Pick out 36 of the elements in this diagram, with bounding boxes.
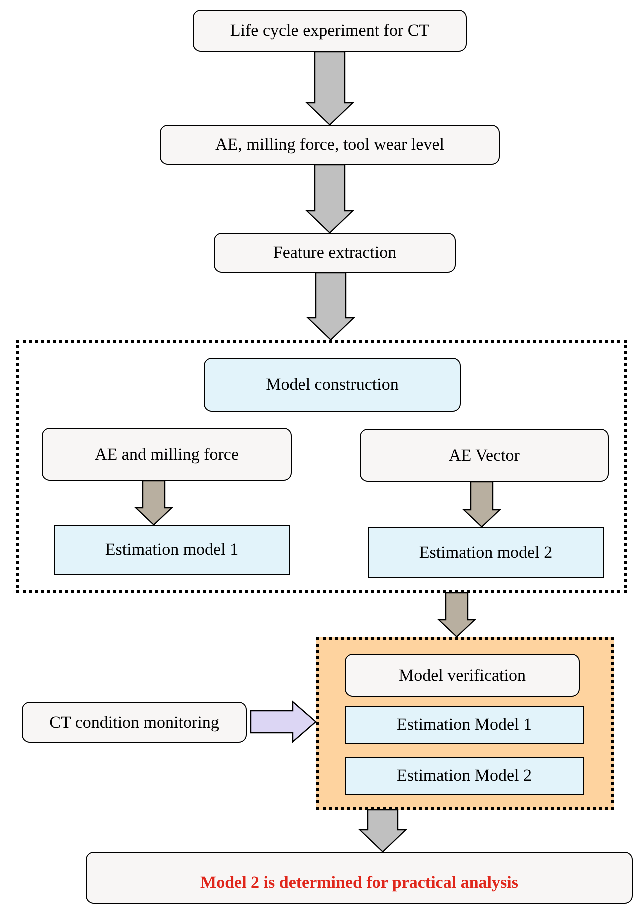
group-panel: [316, 637, 614, 810]
process-box: [204, 358, 461, 412]
process-box: [214, 233, 456, 273]
process-box: [193, 10, 467, 52]
box-label: Feature extraction: [273, 243, 397, 263]
block-arrow: [250, 700, 317, 744]
block-arrow: [358, 809, 408, 853]
process-box: [368, 527, 604, 578]
block-arrow: [462, 481, 502, 528]
process-box: [54, 525, 290, 575]
block-arrow: [438, 592, 476, 638]
process-box: [160, 125, 500, 165]
block-arrow: [306, 51, 354, 126]
box-label: CT condition monitoring: [50, 712, 220, 732]
box-label: Estimation model 1: [105, 540, 239, 560]
process-box: [360, 429, 609, 482]
result-box: [86, 852, 633, 904]
box-label: AE and milling force: [95, 444, 239, 464]
box-label: Life cycle experiment for CT: [230, 21, 430, 41]
block-arrow: [306, 272, 356, 341]
box-label: Estimation Model 2: [396, 766, 532, 786]
box-label: Model verification: [399, 666, 526, 686]
group-frame: [16, 340, 627, 593]
process-box: [345, 757, 584, 795]
process-box: [22, 702, 247, 743]
process-box: [345, 654, 580, 697]
box-label: AE, milling force, tool wear level: [216, 135, 444, 155]
box-label: Model construction: [266, 375, 399, 395]
box-label: Estimation Model 1: [396, 715, 532, 735]
box-label: Estimation model 2: [419, 542, 553, 562]
box-label: AE Vector: [449, 446, 520, 466]
box-label: Model 2 is determined for practical analysis: [200, 873, 518, 893]
process-box: [42, 428, 292, 481]
block-arrow: [134, 480, 174, 526]
process-box: [345, 706, 584, 744]
block-arrow: [306, 164, 354, 234]
